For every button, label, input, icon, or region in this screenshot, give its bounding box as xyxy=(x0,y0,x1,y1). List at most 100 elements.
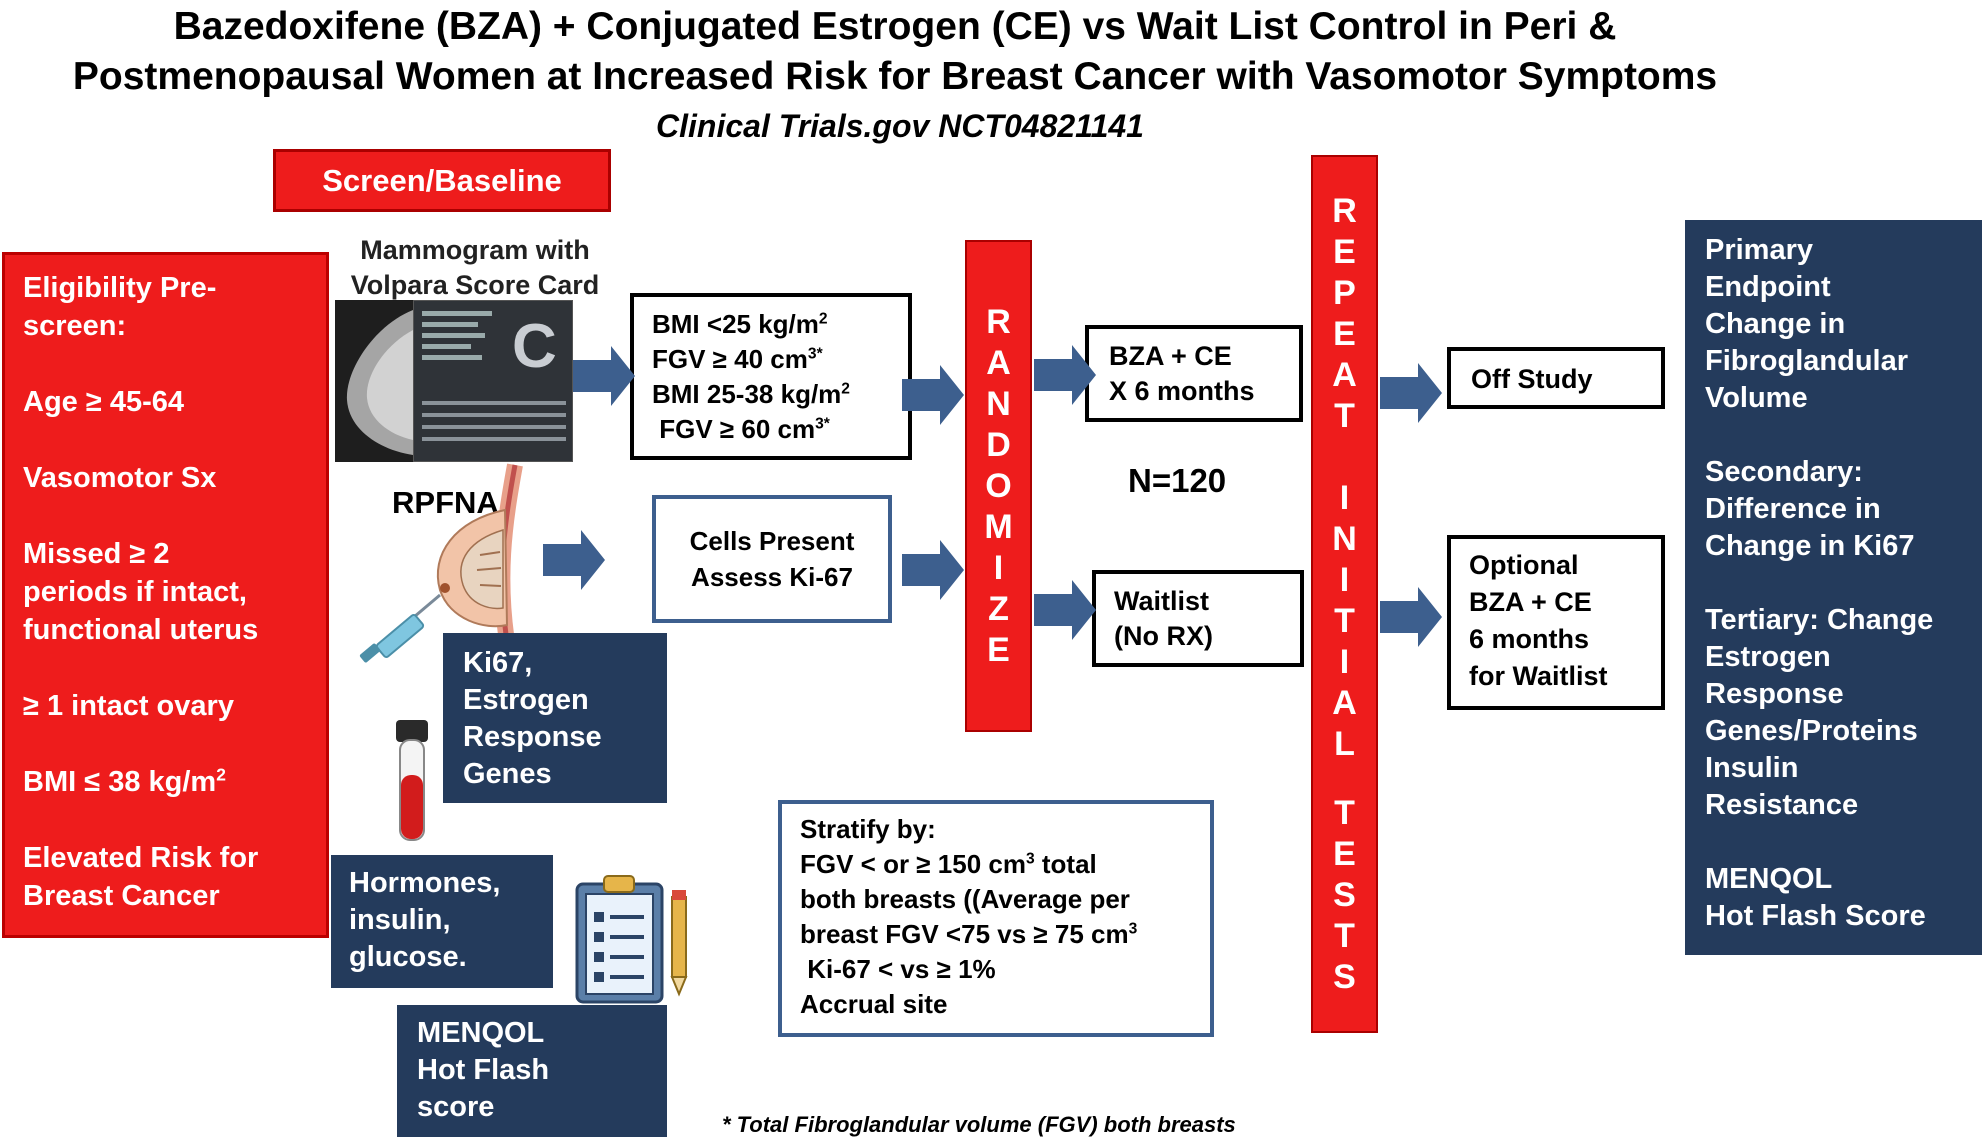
initial-letter: L xyxy=(1334,724,1355,763)
eligibility-vasomotor: Vasomotor Sx xyxy=(23,462,217,494)
bmi-line-3-sup: 2 xyxy=(841,380,850,398)
rpfna-breast-illustration xyxy=(355,460,550,665)
bza-line-1: BZA + CE xyxy=(1109,341,1232,371)
eligibility-bmi-sup: 2 xyxy=(216,764,226,785)
mammogram-breast-icon xyxy=(346,310,413,455)
waitlist-line-2: (No RX) xyxy=(1114,621,1213,651)
title-line-2: Postmenopausal Women at Increased Risk f… xyxy=(72,55,1718,98)
ki67-line-4: Genes xyxy=(463,758,552,790)
optional-line-2: BZA + CE xyxy=(1469,587,1592,617)
eligibility-box: Eligibility Pre- screen: Age ≥ 45-64 Vas… xyxy=(2,252,329,938)
subtitle: Clinical Trials.gov NCT04821141 xyxy=(656,108,1144,144)
menqol-left-line-2: Hot Flash xyxy=(417,1054,550,1086)
ki67-line-1: Ki67, xyxy=(463,647,533,679)
randomize-letter: D xyxy=(986,425,1011,464)
cells-line-1: Cells Present xyxy=(689,526,855,556)
bmi-line-3-text: BMI 25-38 kg/m xyxy=(652,379,842,409)
endpoint-menqol-1: MENQOL xyxy=(1705,863,1833,895)
randomize-letter: O xyxy=(985,466,1012,505)
bmi-line-1-text: BMI <25 kg/m xyxy=(652,309,819,339)
eligibility-risk-1: Elevated Risk for xyxy=(23,842,259,874)
endpoint-tertiary-5: Insulin xyxy=(1705,752,1799,784)
breast-needle-icon xyxy=(359,463,523,663)
bmi-line-2-text: FGV ≥ 40 cm xyxy=(652,344,808,374)
endpoints-panel: Primary Endpoint Change in Fibroglandula… xyxy=(1685,220,1982,955)
stratify-line-3: both breasts ((Average per xyxy=(800,884,1130,914)
endpoint-primary-1: Primary xyxy=(1705,234,1814,266)
cells-line-2: Assess Ki-67 xyxy=(691,562,853,592)
stratify-line-6: Accrual site xyxy=(800,989,948,1019)
randomize-letter: R xyxy=(986,302,1011,341)
endpoint-tertiary-3: Response xyxy=(1705,678,1844,710)
repeat-letter: P xyxy=(1333,273,1356,312)
endpoint-primary-5: Volume xyxy=(1705,382,1808,414)
ki67-line-2: Estrogen xyxy=(463,684,589,716)
arrow-repeat-to-offstudy xyxy=(1380,363,1442,423)
eligibility-risk-2: Breast Cancer xyxy=(23,880,220,912)
randomize-bar: R A N D O M I Z E xyxy=(965,240,1032,732)
eligibility-missed-3: functional uterus xyxy=(23,614,259,646)
eligibility-age: Age ≥ 45-64 xyxy=(23,386,184,418)
randomize-letter: Z xyxy=(988,589,1009,628)
menqol-left-line-1: MENQOL xyxy=(417,1017,545,1049)
stratify-line-1: Stratify by: xyxy=(800,814,936,844)
stratify-line-4-sup: 3 xyxy=(1128,920,1138,938)
stratify-line-4: breast FGV <75 vs ≥ 75 cm3 xyxy=(800,917,1192,952)
repeat-letter: R xyxy=(1332,191,1357,230)
repeat-letter: A xyxy=(1332,355,1357,394)
randomize-letter: M xyxy=(984,507,1013,546)
endpoint-tertiary-1: Tertiary: Change xyxy=(1705,604,1934,636)
bmi-line-4-text: FGV ≥ 60 cm xyxy=(652,414,816,444)
optional-line-3: 6 months xyxy=(1469,624,1590,654)
stratify-line-5: Ki-67 < vs ≥ 1% xyxy=(800,954,996,984)
endpoint-primary-4: Fibroglandular xyxy=(1705,345,1908,377)
repeat-letter: T xyxy=(1334,396,1355,435)
menqol-left-box: MENQOL Hot Flash score xyxy=(397,1005,667,1137)
waitlist-line-1: Waitlist xyxy=(1114,586,1210,616)
stratify-line-2-sup: 3 xyxy=(1025,850,1035,868)
volpara-score-card: C xyxy=(413,300,573,462)
tests-letter: T xyxy=(1334,793,1355,832)
ki67-genes-box: Ki67, Estrogen Response Genes xyxy=(443,633,667,803)
blood-tube-icon xyxy=(396,720,428,841)
endpoint-tertiary-4: Genes/Proteins xyxy=(1705,715,1918,747)
hormones-line-2: insulin, xyxy=(349,904,451,936)
bmi-fgv-box: BMI <25 kg/m 2 FGV ≥ 40 cm 3* BMI 25-38 kg… xyxy=(630,293,912,460)
waitlist-box: Waitlist (No RX) xyxy=(1092,570,1304,667)
stratify-line-2-tail: total xyxy=(1034,849,1097,879)
randomize-letter: N xyxy=(986,384,1011,423)
hormones-line-3: glucose. xyxy=(349,941,467,973)
stratify-box: Stratify by: FGV < or ≥ 150 cm3 total bo… xyxy=(778,800,1214,1037)
eligibility-missed-1: Missed ≥ 2 xyxy=(23,538,170,570)
clipboard-illustration xyxy=(572,872,697,1007)
mammogram-label-2: Volpara Score Card xyxy=(350,270,600,300)
endpoint-secondary-2: Difference in xyxy=(1705,493,1881,525)
initial-letter: I xyxy=(1339,478,1350,517)
mammogram-image xyxy=(335,300,413,462)
bmi-line-3: BMI 25-38 kg/m2 xyxy=(652,377,890,412)
bmi-line-4: FGV ≥ 60 cm3* xyxy=(652,412,890,447)
initial-letter: A xyxy=(1332,683,1357,722)
optional-line-4: for Waitlist xyxy=(1469,661,1608,691)
eligibility-bmi-text: BMI ≤ 38 kg/m xyxy=(23,766,217,798)
repeat-initial-tests-bar: R E P E A T I N I T I A L T E S T S xyxy=(1311,155,1378,1033)
off-study-box: Off Study xyxy=(1447,347,1665,409)
volpara-density-letter: C xyxy=(512,312,557,381)
randomize-letter: A xyxy=(986,343,1011,382)
hormones-line-1: Hormones, xyxy=(349,867,501,899)
eligibility-missed-2: periods if intact, xyxy=(23,576,247,608)
screen-baseline-label: Screen/Baseline xyxy=(273,149,611,212)
tests-letter: S xyxy=(1333,875,1356,914)
optional-line-1: Optional xyxy=(1469,550,1579,580)
arrow-randomize-to-waitlist xyxy=(1034,580,1096,640)
eligibility-heading-1: Eligibility Pre- xyxy=(23,272,217,304)
endpoint-secondary-3: Change in Ki67 xyxy=(1705,530,1915,562)
bmi-line-4-sup: 3* xyxy=(815,415,830,433)
endpoint-tertiary-2: Estrogen xyxy=(1705,641,1831,673)
clipboard-checklist-icon xyxy=(575,875,688,1004)
endpoint-menqol-2: Hot Flash Score xyxy=(1705,900,1926,932)
arrow-cells-to-randomize xyxy=(902,540,964,600)
endpoint-primary-2: Endpoint xyxy=(1705,271,1831,303)
stratify-line-2-text: FGV < or ≥ 150 cm xyxy=(800,849,1026,879)
initial-letter: I xyxy=(1339,642,1350,681)
